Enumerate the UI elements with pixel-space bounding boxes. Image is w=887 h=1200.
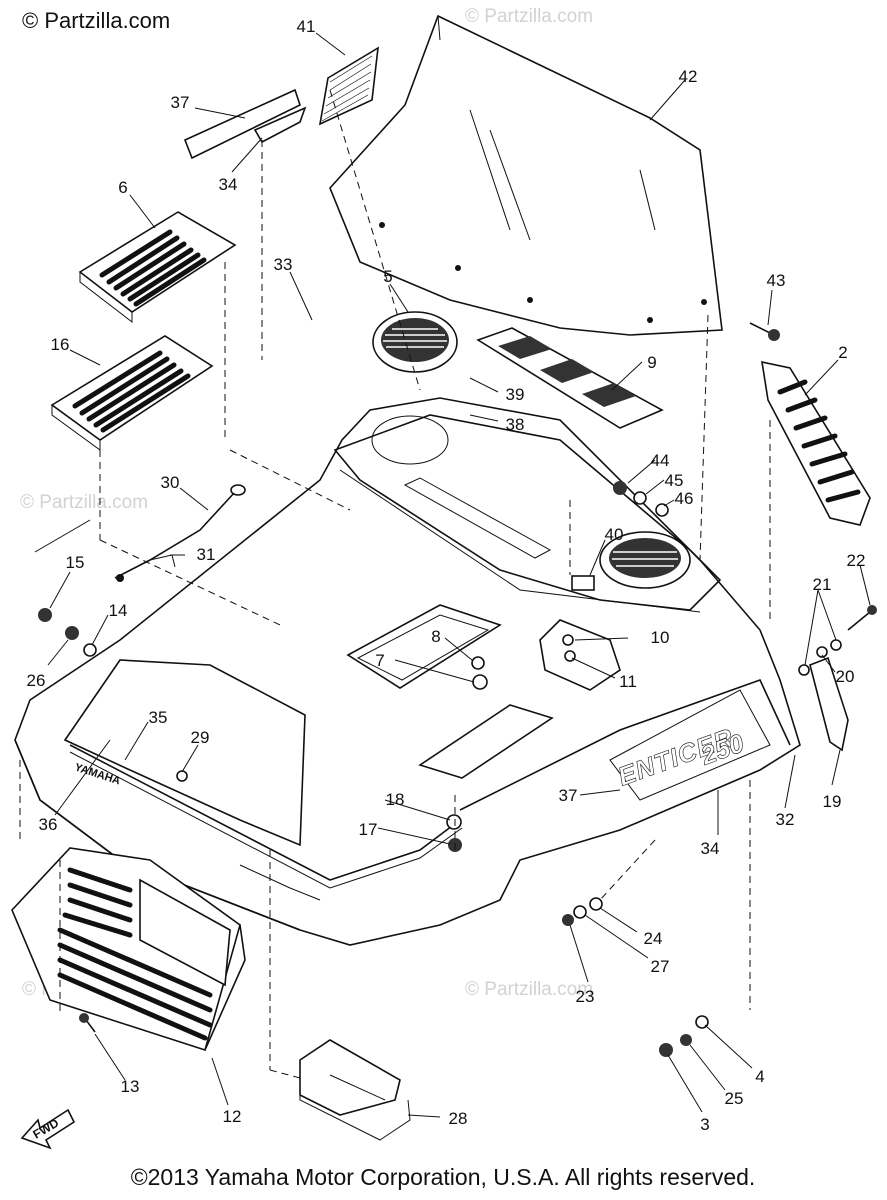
stripe-decal-37 — [183, 88, 301, 160]
watermark: © Partzilla.com — [465, 6, 593, 27]
callout-label: 28 — [449, 1109, 468, 1128]
callout-label: 37 — [171, 93, 190, 112]
callout-label: 29 — [191, 728, 210, 747]
side-grille-2 — [761, 360, 871, 526]
hood-shell — [14, 397, 801, 946]
callout-label: 22 — [847, 551, 866, 570]
callout-label: 8 — [431, 627, 440, 646]
callout-label: 39 — [506, 385, 525, 404]
callout-label: 17 — [359, 820, 378, 839]
fwd-arrow: FWD — [20, 1108, 76, 1150]
dashed-lines — [19, 89, 771, 1079]
callout-label: 20 — [836, 667, 855, 686]
callout-label: 45 — [665, 471, 684, 490]
callout-label: 15 — [66, 553, 85, 572]
callout-label: 42 — [679, 67, 698, 86]
callout-label: 13 — [121, 1077, 140, 1096]
callout-label: 34 — [219, 175, 238, 194]
callout-label: 3 — [700, 1115, 709, 1134]
callout-label: 23 — [576, 987, 595, 1006]
callout-label: 43 — [767, 271, 786, 290]
callout-label: 25 — [725, 1089, 744, 1108]
callout-label: 44 — [651, 451, 670, 470]
lower-grille-12 — [11, 847, 246, 1052]
callout-label: 35 — [149, 708, 168, 727]
site-watermark-top: © Partzilla.com — [22, 8, 170, 33]
callout-label: 24 — [644, 929, 663, 948]
callout-label: 21 — [813, 575, 832, 594]
callout-label: 7 — [375, 651, 384, 670]
callout-label: 11 — [619, 672, 637, 691]
callout-label: 14 — [109, 601, 128, 620]
callout-label: 6 — [118, 178, 127, 197]
callout-label: 4 — [755, 1067, 764, 1086]
callout-label: 32 — [776, 810, 795, 829]
callout-label: 38 — [506, 415, 525, 434]
callout-label: 37 — [559, 786, 578, 805]
decal-41 — [318, 46, 379, 126]
callout-label: 41 — [297, 17, 316, 36]
leader-lines — [47, 32, 871, 1118]
hardware — [34, 322, 877, 1057]
copyright-notice: ©2013 Yamaha Motor Corporation, U.S.A. A… — [131, 1164, 756, 1190]
callout-label: 36 — [39, 815, 58, 834]
stripe-decal-34 — [253, 106, 307, 144]
callout-label: 26 — [27, 671, 46, 690]
callout-label: 30 — [161, 473, 180, 492]
callout-label: 16 — [51, 335, 70, 354]
hinge-28 — [299, 1039, 411, 1141]
callout-label: 34 — [701, 839, 720, 858]
callout-label: 10 — [651, 628, 670, 647]
callout-label: 12 — [223, 1107, 242, 1126]
windshield — [329, 14, 723, 336]
callout-label: 46 — [675, 489, 694, 508]
watermark: © Partzilla.com — [465, 979, 593, 1000]
callout-label: 18 — [386, 790, 405, 809]
callout-label: 31 — [197, 545, 216, 564]
vent-9 — [476, 327, 664, 429]
callout-label: 5 — [383, 267, 392, 286]
callout-label: 9 — [647, 353, 656, 372]
callout-label: 2 — [838, 343, 847, 362]
grille-6 — [78, 211, 237, 324]
speaker-5 — [372, 311, 458, 373]
callout-label: 19 — [823, 792, 842, 811]
grille-16 — [50, 335, 214, 451]
callout-label: 27 — [651, 957, 670, 976]
watermark: © Partzilla.com — [20, 492, 148, 513]
callout-label: 33 — [274, 255, 293, 274]
callout-label: 40 — [605, 525, 624, 544]
